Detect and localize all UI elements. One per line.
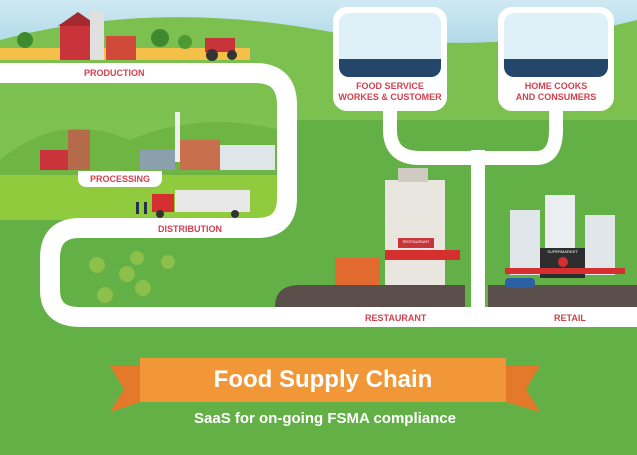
banner-subtitle: SaaS for on-going FSMA compliance: [194, 410, 456, 427]
ribbon-tail-right: [506, 366, 540, 412]
stage-label-processing: PROCESSING: [90, 174, 151, 184]
restaurant-building-icon: [335, 168, 460, 285]
farm-icon: [0, 12, 250, 61]
truck-icon: [136, 190, 250, 218]
home-cooking-scene-icon: [504, 13, 608, 77]
stage-label-production: PRODUCTION: [84, 68, 145, 78]
stage-label-retail: RETAIL: [554, 313, 586, 323]
fork-road: [383, 100, 563, 310]
processing-pill: [78, 171, 162, 187]
stage-label-restaurant: RESTAURANT: [365, 313, 427, 323]
supermarket-sign: SUPERMARKET: [547, 249, 578, 254]
food-service-scene-icon: [339, 13, 441, 77]
factory-icon: [40, 112, 275, 170]
supply-road: [0, 63, 637, 327]
trees-icon: [89, 251, 175, 303]
restaurant-ground: [275, 285, 465, 307]
stage-label-distribution: DISTRIBUTION: [158, 224, 222, 234]
ribbon-tail-left: [110, 366, 140, 412]
retail-ground: [488, 285, 637, 307]
retail-building-icon: [505, 195, 625, 288]
restaurant-sign: RESTAURANT: [402, 239, 430, 244]
banner-title: Food Supply Chain: [140, 358, 506, 402]
